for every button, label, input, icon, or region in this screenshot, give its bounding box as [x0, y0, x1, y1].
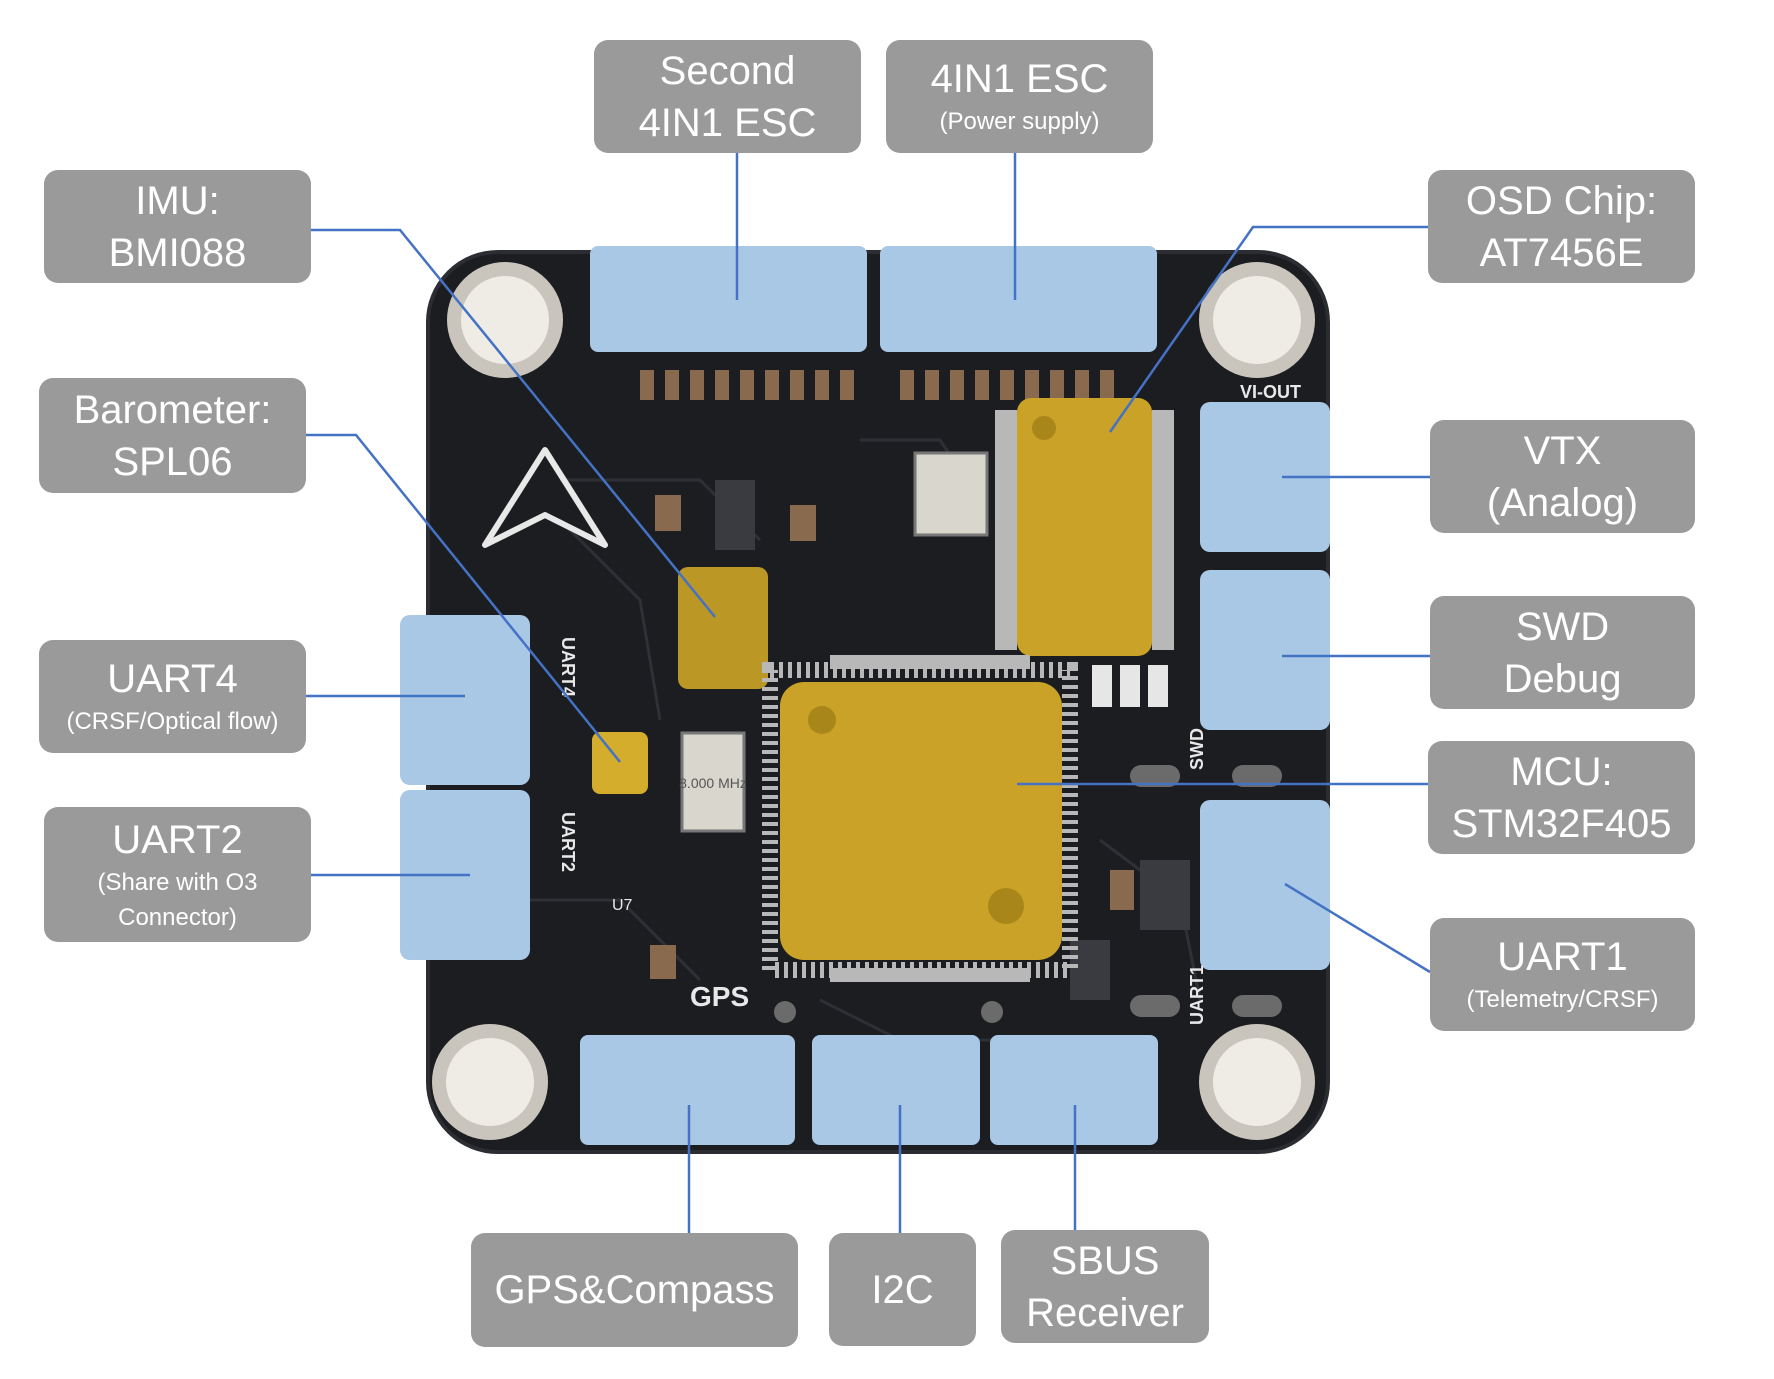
ic-pins — [830, 655, 1030, 982]
uart4-connector — [400, 615, 530, 785]
vtx-connector — [1200, 402, 1330, 552]
smd-components — [640, 370, 1134, 979]
silk-uart4: UART4 — [558, 637, 578, 697]
crystal-label: 8.000 MHz — [679, 775, 747, 791]
label-mcu: MCU: STM32F405 — [1428, 741, 1695, 854]
label-swd-title: SWD — [1515, 604, 1610, 649]
leader-baro — [306, 433, 621, 763]
label-sbus-title: SBUS — [1050, 1238, 1160, 1283]
status-leds — [1092, 665, 1168, 707]
leader-osd — [1108, 225, 1430, 433]
label-esc-sub: (Power supply) — [939, 108, 1100, 136]
silk-uart2: UART2 — [558, 812, 578, 872]
label-vtx-title: VTX — [1523, 428, 1602, 473]
connectors — [400, 246, 1330, 1145]
label-uart1-sub: (Telemetry/CRSF) — [1466, 986, 1659, 1014]
brand-logo — [482, 447, 608, 548]
label-i2c: I2C — [829, 1233, 976, 1346]
leader-imu — [310, 228, 716, 618]
label-uart2-title: UART2 — [112, 817, 243, 862]
barometer-chip — [592, 732, 648, 794]
label-osd-line2: AT7456E — [1479, 230, 1644, 275]
i2c-connector — [812, 1035, 980, 1145]
label-mcu-title: MCU: — [1510, 749, 1613, 794]
label-osd-title: OSD Chip: — [1465, 178, 1658, 223]
crystal-oscillator — [913, 451, 989, 537]
uart1-connector — [1200, 800, 1330, 970]
label-gps-title: GPS&Compass — [494, 1268, 775, 1312]
label-uart1-title: UART1 — [1497, 935, 1628, 980]
esc-connector — [880, 246, 1157, 352]
osd-chip — [995, 398, 1174, 656]
solder-pads — [774, 765, 1282, 1023]
small-ics — [715, 480, 1190, 1000]
leader-uart1 — [1284, 882, 1431, 974]
label-imu-line2: BMI088 — [108, 230, 247, 275]
label-second-esc-line2: 4IN1 ESC — [638, 100, 817, 145]
label-mcu-line2: STM32F405 — [1451, 801, 1672, 846]
silk-u7: U7 — [612, 897, 633, 914]
label-osd: OSD Chip: AT7456E — [1428, 170, 1695, 283]
mcu-chip — [762, 662, 1078, 978]
label-sbus-line2: Receiver — [1026, 1290, 1184, 1335]
swd-connector — [1200, 570, 1330, 730]
label-swd-line2: Debug — [1503, 656, 1622, 701]
label-uart2-sub2: Connector) — [118, 903, 237, 931]
label-esc: 4IN1 ESC (Power supply) — [886, 40, 1153, 153]
label-i2c-title: I2C — [871, 1267, 934, 1312]
label-uart1: UART1 (Telemetry/CRSF) — [1430, 918, 1695, 1031]
label-barometer: Barometer: SPL06 — [39, 378, 306, 493]
mounting-holes — [432, 262, 1315, 1140]
label-imu: IMU: BMI088 — [44, 170, 311, 283]
label-gps: GPS&Compass — [471, 1233, 798, 1347]
leader-lines — [306, 150, 1431, 1233]
label-imu-title: IMU: — [135, 178, 220, 223]
label-uart4-title: UART4 — [107, 657, 238, 702]
label-vtx: VTX (Analog) — [1430, 420, 1695, 533]
label-baro-title: Barometer: — [73, 387, 272, 432]
label-second-esc-title: Second — [659, 48, 796, 93]
crystal-8mhz — [680, 731, 746, 833]
label-vtx-line2: (Analog) — [1486, 480, 1639, 525]
imu-chip — [678, 567, 768, 689]
gps-connector — [580, 1035, 795, 1145]
label-uart2: UART2 (Share with O3 Connector) — [44, 807, 311, 942]
label-uart2-sub: (Share with O3 — [97, 868, 258, 896]
label-uart4-sub: (CRSF/Optical flow) — [66, 708, 279, 736]
label-baro-line2: SPL06 — [112, 439, 233, 484]
silk-uart1: UART1 — [1187, 965, 1207, 1025]
silk-vi-out: VI-OUT — [1240, 382, 1301, 402]
silkscreen-labels: GPS VI-OUT U7 UART4 UART2 SWD UART1 — [558, 382, 1301, 1025]
second-esc-connector — [590, 246, 867, 352]
label-second-esc: Second 4IN1 ESC — [594, 40, 861, 153]
sbus-connector — [990, 1035, 1158, 1145]
label-esc-title: 4IN1 ESC — [930, 57, 1109, 102]
label-uart4: UART4 (CRSF/Optical flow) — [39, 640, 306, 753]
label-sbus: SBUS Receiver — [1001, 1230, 1209, 1343]
label-swd: SWD Debug — [1430, 596, 1695, 709]
silk-gps: GPS — [690, 981, 749, 1012]
silk-swd: SWD — [1187, 728, 1207, 770]
